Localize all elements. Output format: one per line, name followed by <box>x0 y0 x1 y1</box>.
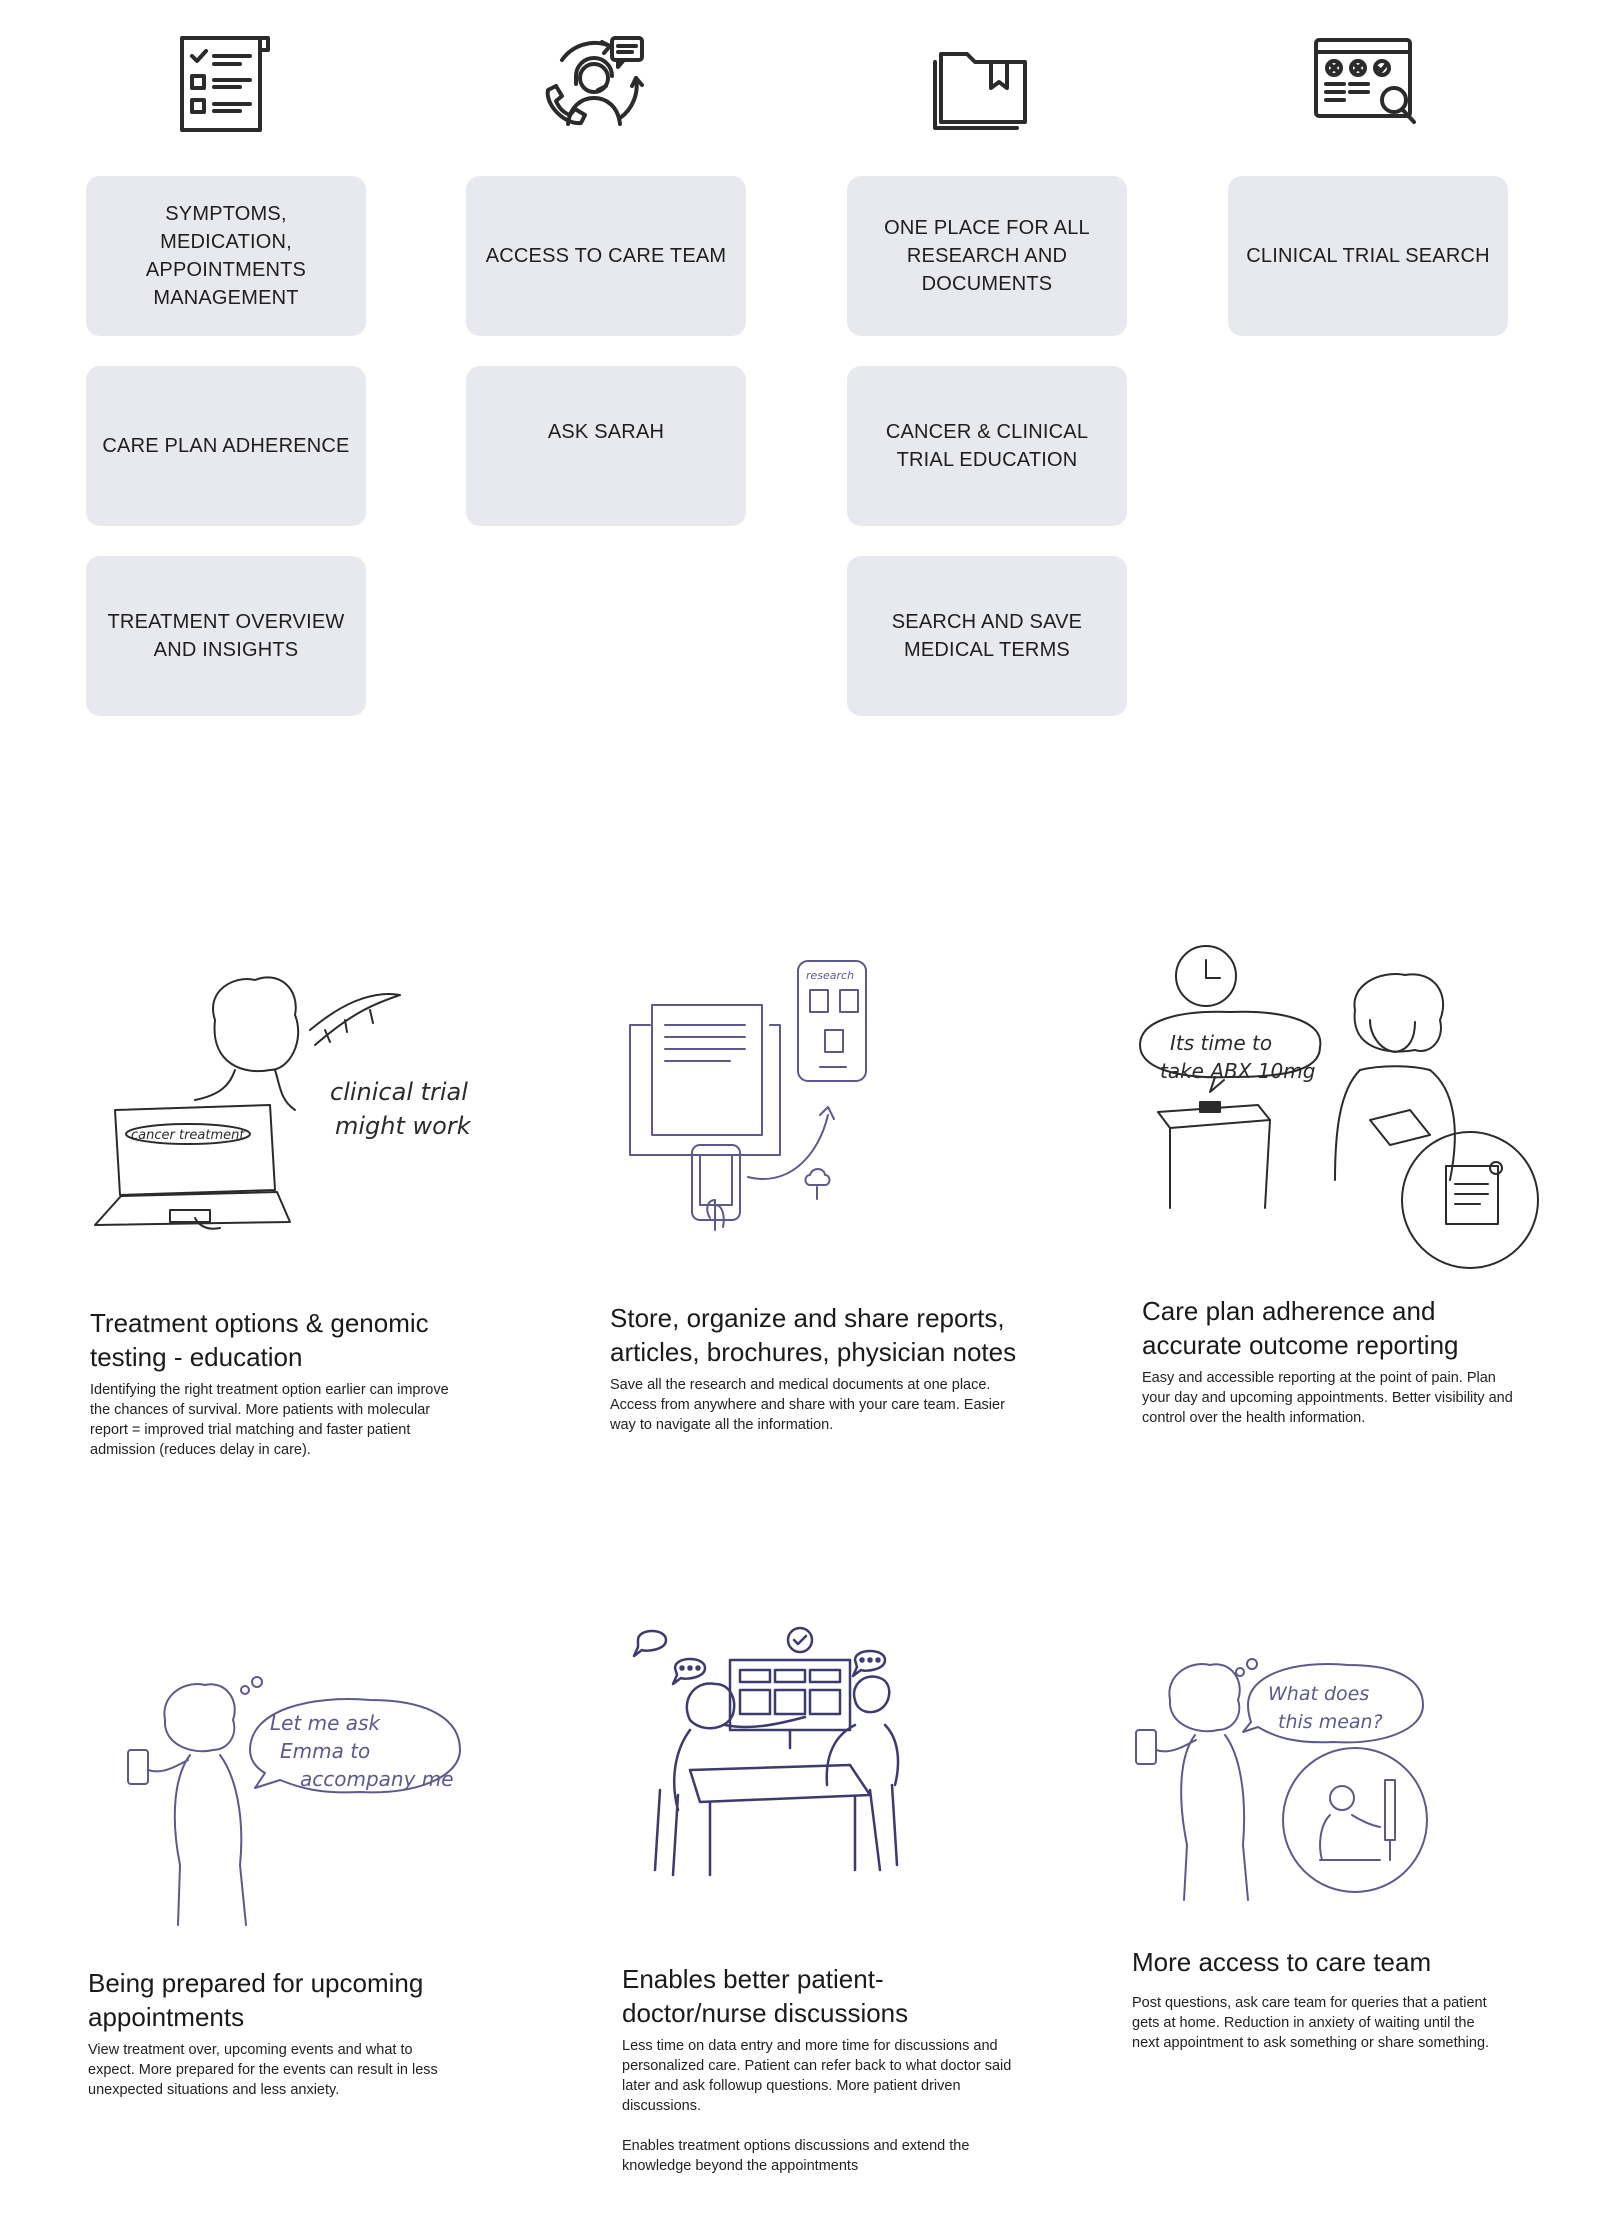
sketch-text-ask-3: accompany me <box>300 1767 454 1791</box>
sketch-appointment-prep: Let me ask Emma to accompany me <box>120 1670 470 1940</box>
sketch-documents-phone: research <box>620 955 900 1245</box>
card-clinical-trial-education[interactable]: CANCER & CLINICAL TRIAL EDUCATION <box>847 366 1127 526</box>
card-label: ASK SARAH <box>547 421 665 443</box>
sketch-care-team-access: What does this mean? <box>1130 1650 1470 1910</box>
sketch-text-reminder-1: Its time to <box>1170 1031 1272 1055</box>
sketch-doctor-discussion <box>630 1620 910 1900</box>
card-label: ACCESS TO CARE TEAM <box>485 245 727 267</box>
feature-body: Easy and accessible reporting at the poi… <box>1142 1370 1513 1426</box>
card-clinical-trial-search[interactable]: CLINICAL TRIAL SEARCH <box>1228 176 1508 336</box>
card-label: CANCER & CLINICAL TRIAL EDUCATION <box>885 421 1089 471</box>
sketch-text-line1: clinical trial <box>330 1078 468 1106</box>
feature-store-organize: Store, organize and share reports, artic… <box>610 1301 1030 1435</box>
feature-body: Less time on data entry and more time fo… <box>622 2038 1012 2114</box>
card-label: SYMPTOMS, MEDICATION, APPOINTMENTS MANAG… <box>145 203 307 309</box>
feature-title: Store, organize and share reports, artic… <box>610 1303 1017 1367</box>
feature-body: Post questions, ask care team for querie… <box>1132 1995 1490 2051</box>
card-label: SEARCH AND SAVE MEDICAL TERMS <box>891 611 1083 661</box>
browser-search-icon <box>1310 30 1420 140</box>
card-research-documents[interactable]: ONE PLACE FOR ALL RESEARCH AND DOCUMENTS <box>847 176 1127 336</box>
sketch-text-question-2: this mean? <box>1278 1711 1383 1733</box>
feature-appointment-prep: Being prepared for upcoming appointments… <box>88 1966 458 2100</box>
feature-title: More access to care team <box>1132 1947 1432 1977</box>
card-label: TREATMENT OVERVIEW AND INSIGHTS <box>107 611 345 661</box>
folder-bookmark-icon <box>927 30 1037 140</box>
sketch-text-ask-2: Emma to <box>280 1739 370 1763</box>
card-label: CLINICAL TRIAL SEARCH <box>1246 245 1490 267</box>
support-agent-icon <box>540 30 650 140</box>
feature-discussions: Enables better patient-doctor/nurse disc… <box>622 1962 1022 2176</box>
sketch-text-research: research <box>806 969 854 982</box>
checklist-icon <box>168 30 278 140</box>
sketch-laptop-research: cancer treatment clinical trial might wo… <box>85 960 505 1250</box>
sketch-medication-reminder: Its time to take ABX 10mg <box>1130 940 1560 1280</box>
card-medical-terms[interactable]: SEARCH AND SAVE MEDICAL TERMS <box>847 556 1127 716</box>
feature-title: Treatment options & genomic testing - ed… <box>90 1308 429 1372</box>
feature-body-extra: Enables treatment options discussions an… <box>622 2138 970 2174</box>
feature-body: Save all the research and medical docume… <box>610 1377 1005 1433</box>
feature-title: Enables better patient-doctor/nurse disc… <box>622 1964 909 2028</box>
card-access-care-team[interactable]: ACCESS TO CARE TEAM <box>466 176 746 336</box>
feature-body: View treatment over, upcoming events and… <box>88 2042 438 2098</box>
card-care-plan-adherence[interactable]: CARE PLAN ADHERENCE <box>86 366 366 526</box>
sketch-text-line2: might work <box>335 1112 472 1140</box>
feature-care-team-access: More access to care team Post questions,… <box>1132 1945 1492 2053</box>
feature-title: Being prepared for upcoming appointments <box>88 1968 424 2032</box>
card-ask-sarah[interactable]: ASK SARAH <box>466 366 746 526</box>
card-label: CARE PLAN ADHERENCE <box>102 435 350 457</box>
sketch-text-laptop: cancer treatment <box>131 1128 245 1143</box>
feature-title: Care plan adherence and accurate outcome… <box>1142 1296 1459 1360</box>
card-treatment-overview[interactable]: TREATMENT OVERVIEW AND INSIGHTS <box>86 556 366 716</box>
sketch-text-reminder-2: take ABX 10mg <box>1160 1059 1315 1083</box>
feature-treatment-education: Treatment options & genomic testing - ed… <box>90 1306 450 1460</box>
feature-care-plan: Care plan adherence and accurate outcome… <box>1142 1294 1522 1428</box>
sketch-text-ask-1: Let me ask <box>270 1711 381 1735</box>
feature-body: Identifying the right treatment option e… <box>90 1382 449 1458</box>
card-symptoms-management[interactable]: SYMPTOMS, MEDICATION, APPOINTMENTS MANAG… <box>86 176 366 336</box>
sketch-text-question-1: What does <box>1268 1683 1369 1705</box>
card-label: ONE PLACE FOR ALL RESEARCH AND DOCUMENTS <box>884 217 1090 295</box>
